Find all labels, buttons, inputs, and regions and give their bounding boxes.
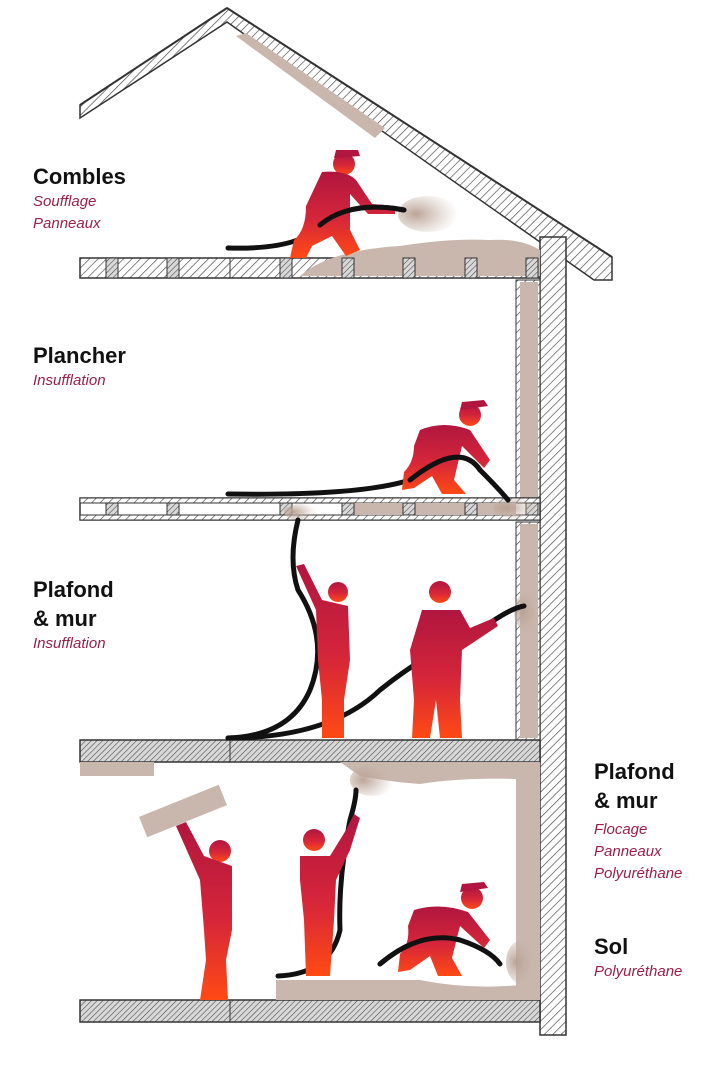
label-plafond-mur-lower: Plafond & mur Flocage Panneaux Polyuréth… — [594, 757, 682, 885]
combles-method-2: Panneaux — [33, 215, 101, 232]
plancher-method-1: Insufflation — [33, 372, 106, 389]
combles-title: Combles — [33, 164, 126, 189]
attic-insulation — [300, 239, 540, 276]
combles-method-1: Soufflage — [33, 193, 97, 210]
hose-ceiling-upper — [225, 517, 321, 741]
hose-wall-upper — [225, 603, 527, 741]
label-plafond-mur-upper: Plafond & mur Insufflation — [33, 575, 114, 655]
roof-panel-insulation — [236, 33, 385, 138]
attic-floor — [79, 239, 541, 279]
sol-title: Sol — [594, 934, 629, 959]
plancher-title: Plancher — [33, 343, 126, 368]
worker-ceiling-upper — [296, 564, 350, 738]
label-plancher: Plancher Insufflation — [33, 341, 126, 392]
ceiling-panel-left — [80, 762, 154, 776]
label-combles: Combles Soufflage Panneaux — [33, 162, 126, 235]
spray-clouds — [284, 196, 542, 984]
plafond-mur-lower-method-2: Panneaux — [594, 843, 662, 860]
held-panel — [139, 784, 227, 838]
exterior-wall — [515, 236, 567, 1036]
worker-attic — [290, 150, 395, 258]
plafond-mur-lower-title: Plafond & mur — [594, 759, 675, 813]
plafond-mur-lower-method-1: Flocage — [594, 821, 648, 838]
sol-method-1: Polyuréthane — [594, 963, 683, 980]
worker-wall-upper — [410, 581, 498, 738]
hose-floor — [225, 454, 511, 503]
worker-flocking — [300, 814, 360, 976]
floor-insulation — [352, 503, 516, 515]
concrete-slab-middle — [79, 739, 541, 784]
wall-insulation-upper — [520, 282, 538, 498]
worker-floor — [402, 400, 490, 494]
ground-slab — [79, 980, 541, 1023]
worker-panel — [176, 822, 232, 1000]
plafond-mur-upper-method-1: Insufflation — [33, 635, 106, 652]
plafond-mur-upper-title: Plafond & mur — [33, 577, 114, 631]
worker-floor-lower — [398, 882, 490, 976]
hoses — [225, 204, 527, 979]
floor-polyurethane — [276, 980, 540, 1000]
plafond-mur-lower-method-3: Polyuréthane — [594, 865, 683, 882]
label-sol: Sol Polyuréthane — [594, 932, 682, 983]
